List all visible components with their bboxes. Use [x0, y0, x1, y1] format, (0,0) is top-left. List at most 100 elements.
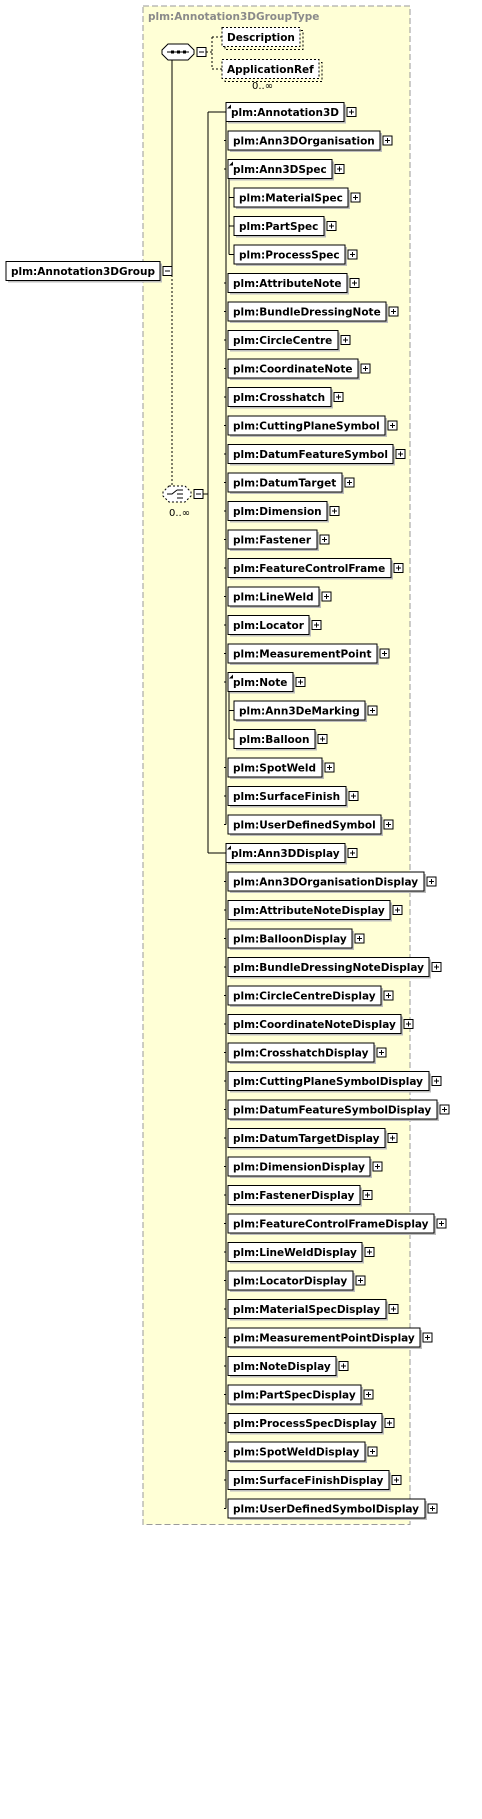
child-element[interactable]: plm:PartSpec [233, 216, 326, 238]
expand-icon[interactable] [317, 734, 328, 744]
expand-icon[interactable] [403, 1019, 414, 1029]
member-element[interactable]: plm:AttributeNoteDisplay [227, 900, 392, 922]
expand-icon[interactable] [372, 1161, 383, 1172]
expand-icon[interactable] [344, 477, 355, 488]
expand-icon[interactable] [393, 563, 404, 573]
sequence-compositor-icon[interactable] [161, 43, 195, 61]
root-element-box[interactable]: plm:Annotation3DGroup [5, 261, 162, 283]
expand-icon[interactable] [426, 876, 437, 887]
expand-icon[interactable] [439, 1104, 450, 1115]
expand-icon[interactable] [349, 278, 360, 288]
member-element[interactable]: plm:DatumTargetDisplay [227, 1128, 387, 1150]
element-frame[interactable] [227, 1242, 363, 1262]
element-frame[interactable] [225, 102, 345, 122]
element-frame[interactable] [227, 615, 310, 635]
expand-icon[interactable] [363, 1389, 374, 1400]
expand-icon[interactable] [321, 591, 332, 602]
expand-icon[interactable] [383, 819, 394, 830]
sequence-item-1[interactable]: ApplicationRef [221, 59, 323, 82]
element-frame[interactable] [227, 957, 430, 977]
expand-icon[interactable] [326, 221, 337, 231]
expand-icon[interactable] [431, 962, 442, 972]
element-frame[interactable] [227, 130, 381, 151]
expand-icon[interactable] [295, 677, 306, 687]
element-frame[interactable] [227, 1014, 402, 1034]
element-frame[interactable] [233, 244, 346, 265]
element-frame[interactable] [225, 843, 346, 863]
element-frame[interactable] [227, 1099, 438, 1120]
member-element[interactable]: plm:FastenerDisplay [227, 1185, 362, 1207]
element-frame[interactable] [227, 444, 394, 464]
member-element[interactable]: plm:DatumFeatureSymbolDisplay [227, 1099, 439, 1121]
member-element[interactable]: plm:BalloonDisplay [227, 928, 354, 950]
expand-icon[interactable] [333, 392, 344, 402]
element-frame[interactable] [227, 1384, 362, 1405]
expand-icon[interactable] [391, 1475, 402, 1485]
member-element[interactable]: plm:LineWeld [227, 586, 321, 608]
element-frame[interactable] [227, 814, 382, 835]
element-frame[interactable] [227, 1299, 387, 1319]
member-element[interactable]: plm:MaterialSpecDisplay [227, 1299, 388, 1321]
member-element[interactable]: plm:Ann3DOrganisationDisplay [227, 871, 426, 893]
member-element[interactable]: plm:UserDefinedSymbolDisplay [227, 1498, 427, 1520]
group-element[interactable]: plm:Ann3DDisplay [225, 843, 347, 865]
member-element[interactable]: plm:Fastener [227, 529, 319, 551]
element-frame[interactable] [227, 1042, 375, 1063]
expand-icon[interactable] [379, 648, 390, 659]
member-element[interactable]: plm:CoordinateNoteDisplay [227, 1014, 403, 1036]
element-frame[interactable] [227, 1128, 386, 1148]
element-frame[interactable] [227, 900, 391, 920]
element-frame[interactable] [227, 1327, 421, 1348]
expand-icon[interactable] [347, 848, 358, 858]
element-frame[interactable] [227, 1441, 366, 1462]
element-frame[interactable] [227, 1356, 337, 1376]
child-element[interactable]: plm:Ann3DeMarking [233, 700, 367, 722]
element-frame[interactable] [233, 729, 316, 749]
element-frame[interactable] [227, 358, 359, 379]
element-frame[interactable] [227, 1270, 354, 1291]
expand-icon[interactable] [311, 620, 322, 630]
member-element[interactable]: plm:SurfaceFinishDisplay [227, 1470, 391, 1492]
expand-icon[interactable] [347, 249, 358, 260]
choice-compositor-icon[interactable] [162, 485, 192, 503]
expand-icon[interactable] [364, 1247, 375, 1257]
expand-icon[interactable] [338, 1361, 349, 1371]
expand-icon[interactable] [324, 762, 335, 773]
element-frame[interactable] [227, 159, 333, 179]
expand-icon[interactable] [355, 1275, 366, 1286]
element-frame[interactable] [227, 643, 378, 664]
element-frame[interactable] [221, 59, 320, 79]
member-element[interactable]: plm:ProcessSpecDisplay [227, 1413, 384, 1435]
member-element[interactable]: plm:SpotWeldDisplay [227, 1441, 367, 1463]
expand-icon[interactable] [395, 449, 406, 459]
child-element[interactable]: plm:MaterialSpec [233, 187, 350, 209]
member-element[interactable]: plm:LineWeldDisplay [227, 1242, 364, 1264]
element-frame[interactable] [233, 700, 366, 721]
element-frame[interactable] [233, 216, 325, 236]
expand-icon[interactable] [350, 192, 361, 203]
element-frame[interactable] [227, 501, 328, 521]
element-frame[interactable] [227, 273, 348, 293]
element-frame[interactable] [227, 928, 353, 949]
member-element[interactable]: plm:DatumTarget [227, 472, 344, 494]
expand-icon[interactable] [360, 363, 371, 374]
expand-icon[interactable] [422, 1332, 433, 1343]
member-element[interactable]: plm:FeatureControlFrameDisplay [227, 1213, 436, 1235]
element-frame[interactable] [5, 261, 161, 281]
element-frame[interactable] [227, 1071, 430, 1091]
expand-icon[interactable] [367, 705, 378, 716]
element-frame[interactable] [227, 301, 387, 322]
element-frame[interactable] [227, 415, 386, 436]
member-element[interactable]: plm:CrosshatchDisplay [227, 1042, 376, 1064]
element-frame[interactable] [227, 558, 392, 578]
choice-collapse-icon[interactable] [193, 489, 204, 499]
expand-icon[interactable] [376, 1047, 387, 1058]
expand-icon[interactable] [388, 1304, 399, 1314]
element-frame[interactable] [227, 529, 318, 550]
element-frame[interactable] [227, 1470, 390, 1490]
expand-icon[interactable] [427, 1503, 438, 1514]
member-element[interactable]: plm:PartSpecDisplay [227, 1384, 363, 1406]
expand-icon[interactable] [383, 990, 394, 1001]
expand-icon[interactable] [362, 1190, 373, 1200]
member-element[interactable]: plm:Ann3DOrganisation [227, 130, 382, 152]
